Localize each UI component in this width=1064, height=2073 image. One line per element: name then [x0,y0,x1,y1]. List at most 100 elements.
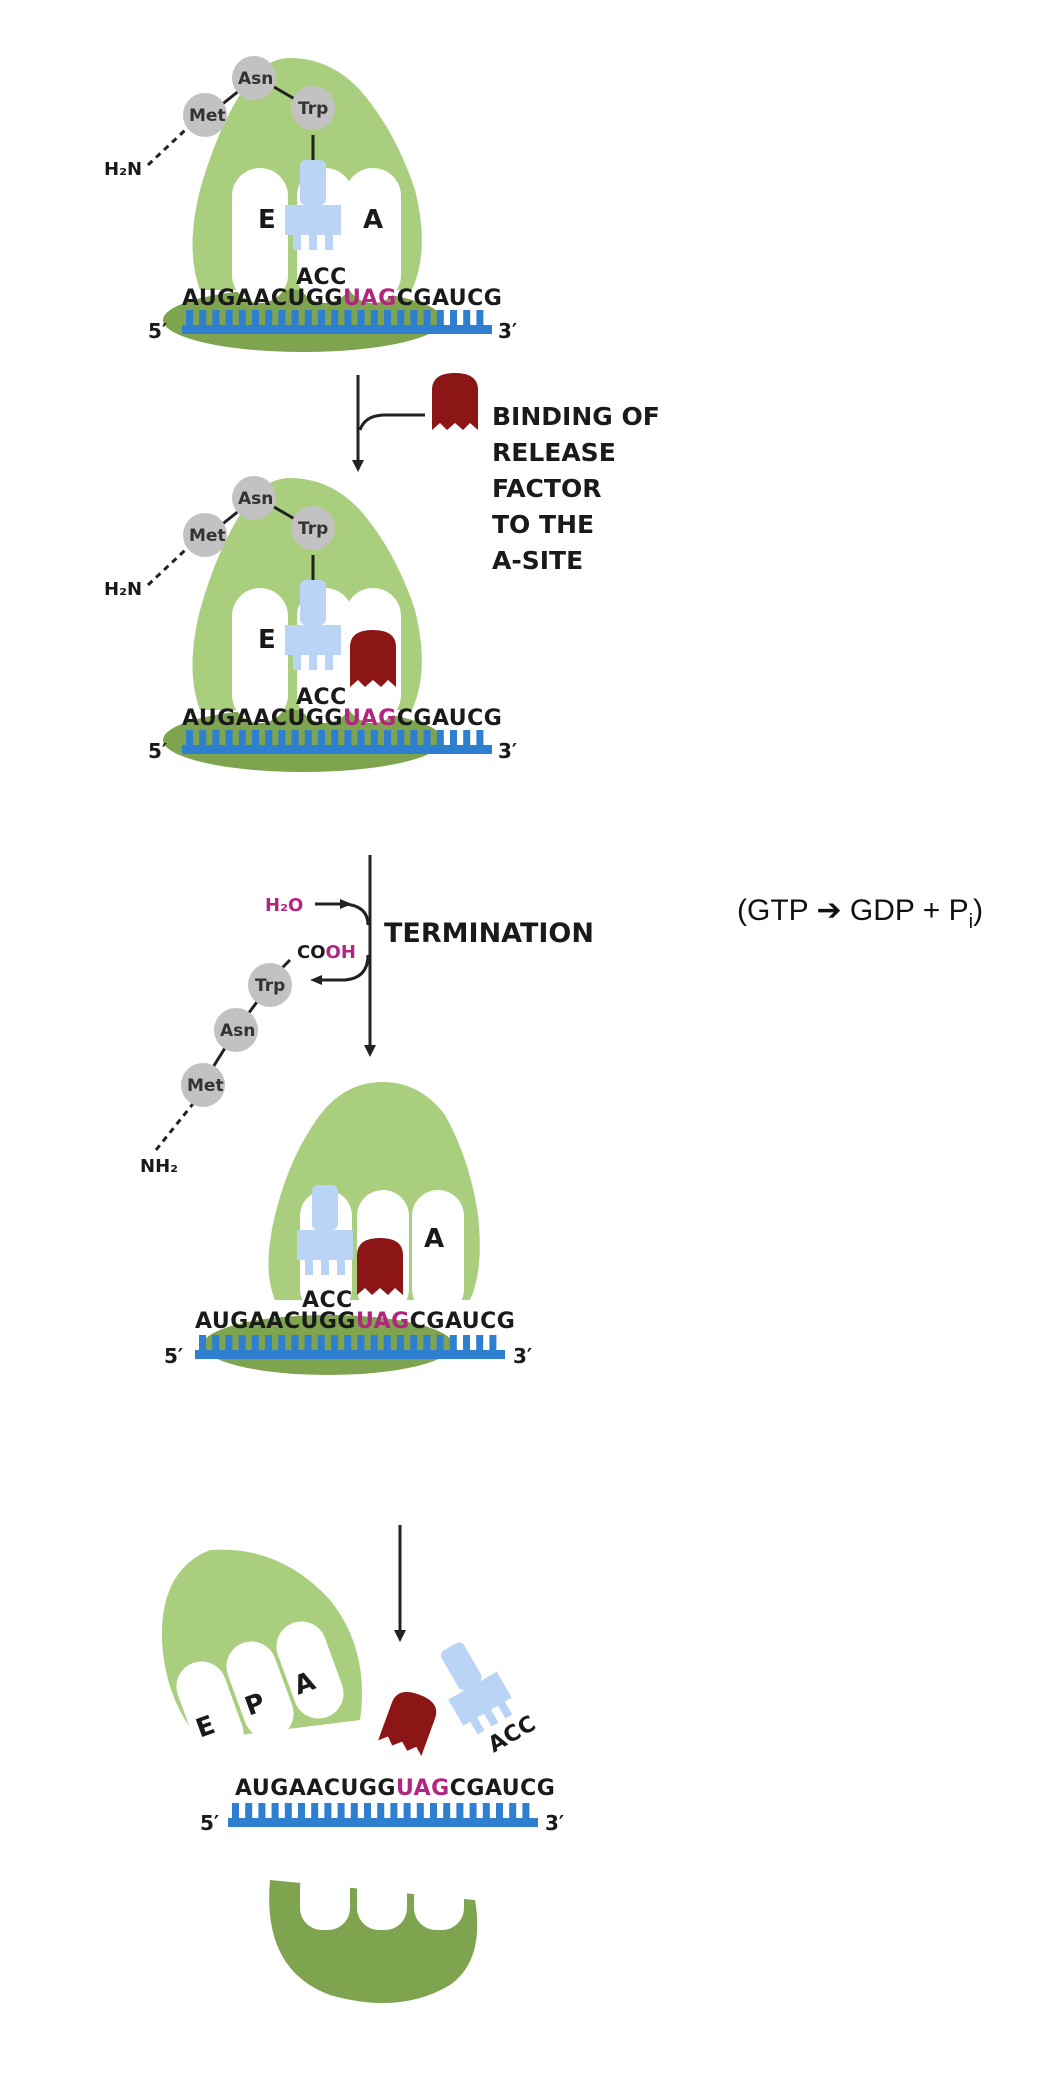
mrna-tooth [357,730,365,747]
mrna-tooth [463,310,471,327]
mrna-tooth [469,1803,477,1820]
mrna-tooth [278,1335,286,1352]
step-termination: H₂O TERMINATION Met Asn Trp COOH NH₂ [140,855,594,1177]
mrna-tooth [416,1803,424,1820]
mrna-tooth [251,1335,259,1352]
gtp-hydrolysis-equation: (GTP ➔ GDP + Pi) [737,894,983,933]
amino-acid-bead-icon [248,963,292,1007]
mrna-tooth [212,730,220,747]
release-factor-icon [378,1686,441,1757]
mrna-tooth [450,310,457,327]
mrna-tooth [265,1335,272,1352]
site-e-label: E [258,205,276,235]
amino-acid-asn: Asn [220,1021,255,1041]
binding-label-line-3: FACTOR [492,474,601,503]
mrna-tooth [331,310,339,327]
binding-label-line-2: RELEASE [492,438,616,467]
amino-acid-asn: Asn [238,69,273,89]
mrna-tooth [384,310,391,327]
mrna-tooth [357,1335,365,1352]
mrna-tooth [331,730,339,747]
mrna-tooth [199,730,207,747]
mrna-tooth [232,1803,239,1820]
mrna-tooth [238,310,246,327]
mrna-tooth [245,1803,253,1820]
amino-acid-met: Met [189,106,226,126]
mrna-tooth [397,310,405,327]
mrna-tooth [225,1335,233,1352]
mrna-tooth [265,730,273,747]
ribosome-3: A ACC AUGAACUGGUAGCGAUCG 5′ 3′ [164,1082,532,1375]
mrna-tooth [238,730,246,747]
amino-acid-met: Met [187,1076,224,1096]
mrna-tooth [271,1803,279,1820]
mrna-tooth [317,1335,325,1352]
mrna-tooth [186,310,193,327]
amino-acid-asn: Asn [238,489,273,509]
mrna-tooth [476,310,484,327]
binding-label-line-1: BINDING OF [492,402,660,431]
mrna-tooth [423,1335,431,1352]
mrna-tooth [318,310,325,327]
mrna-tooth [443,1803,451,1820]
amino-acid-trp: Trp [298,519,328,539]
amino-acid-trp: Trp [255,976,285,996]
mrna-tooth [318,730,325,747]
mrna-tooth [423,310,431,327]
amino-acid-bead-icon [232,56,276,100]
mrna-tooth [337,1803,345,1820]
five-prime-label: 5′ [164,1344,183,1368]
mrna-tooth [357,310,365,327]
mrna-tooth [291,730,299,747]
mrna-tooth [291,1335,299,1352]
mrna-tooth [482,1803,490,1820]
mrna-strand [182,310,492,334]
ribosome-2: E ACC AUGAACUGGUAGCGAUCG 5′ 3′ Met Asn T… [104,476,517,772]
mrna-tooth [397,1335,404,1352]
mrna-tooth [476,730,484,747]
three-prime-label: 3′ [545,1811,564,1835]
amino-acid-bead-icon [183,513,227,557]
amine-terminus-label: NH₂ [140,1156,178,1177]
mrna-tooth [377,1803,385,1820]
mrna-tooth [225,310,233,327]
mrna-tooth [212,310,220,327]
mrna-tooth [384,730,391,747]
mrna-tooth [350,1803,358,1820]
mrna-tooth [284,1803,292,1820]
three-prime-label: 3′ [498,319,517,343]
mrna-tooth [397,730,405,747]
mrna-tooth [199,1335,206,1352]
release-factor-icon [432,373,478,430]
mrna-sequence: AUGAACUGGUAGCGAUCG [182,706,502,731]
mrna-tooth [390,1803,398,1820]
mrna-tooth [265,310,273,327]
mrna-tooth [522,1803,530,1820]
mrna-tooth [370,1335,378,1352]
small-subunit [203,1315,453,1375]
mrna-tooth [344,730,352,747]
mrna-tooth [212,1335,220,1352]
mrna-tooth [344,310,352,327]
binding-label-line-4: TO THE [492,510,594,539]
five-prime-label: 5′ [148,739,167,763]
mrna-tooth [463,1335,470,1352]
mrna-tooth [509,1803,517,1820]
mrna-sequence: AUGAACUGGUAGCGAUCG [235,1776,555,1801]
mrna-tooth [291,310,299,327]
mrna-tooth [436,730,444,747]
mrna-tooth [436,1335,444,1352]
anticodon-label: ACC [296,685,347,710]
three-prime-label: 3′ [513,1344,532,1368]
binding-label-line-5: A-SITE [492,546,583,575]
small-subunit [163,288,443,352]
five-prime-label: 5′ [148,319,167,343]
step-binding: BINDING OF RELEASE FACTOR TO THE A-SITE [352,373,660,575]
mrna-tooth [410,730,418,747]
mrna-tooth [258,1803,266,1820]
mrna-tooth [450,730,457,747]
mrna-tooth [436,310,444,327]
mrna-tooth [252,310,259,327]
mrna-tooth [370,730,378,747]
site-e-label: E [258,625,276,655]
